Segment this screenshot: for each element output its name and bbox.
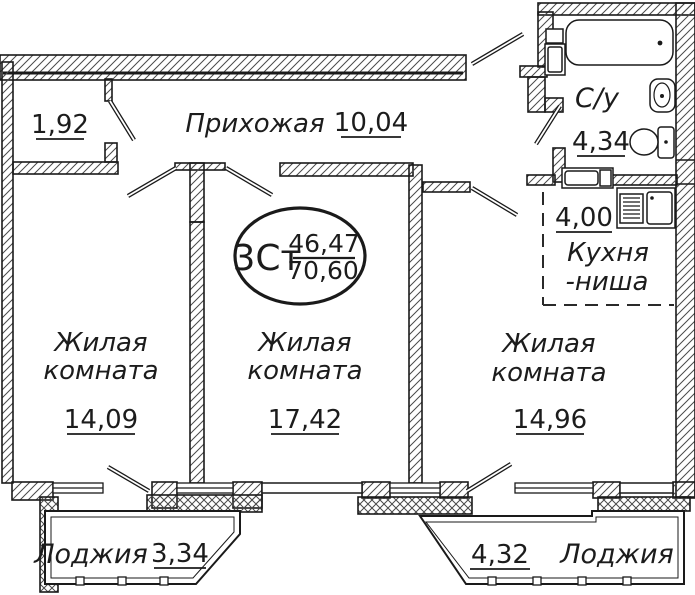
sink-icon — [649, 78, 676, 113]
entrance-door-leaf — [470, 32, 525, 66]
top-wall — [0, 54, 467, 81]
loggia-left-name-label: Лоджия — [33, 539, 148, 570]
kitchen-sink-icon — [646, 191, 673, 225]
window-living1 — [52, 482, 104, 494]
living1-name-line2: комната — [43, 356, 158, 386]
bathroom-fixtures — [544, 19, 676, 189]
loggia-right-area-label: 4,32 — [471, 540, 529, 570]
glazing-tick — [75, 576, 85, 586]
bathroom-west-wall — [527, 76, 546, 113]
doors — [106, 32, 562, 493]
wall-living1-living2 — [189, 221, 205, 484]
washing-machine-icon — [561, 167, 614, 189]
closet-door-post — [104, 78, 113, 102]
bathroom-door-leaf — [534, 104, 562, 146]
wall-segment-1 — [261, 482, 363, 494]
stamp-total-area: 70,60 — [287, 256, 359, 285]
loggia-right-name-label: Лоджия — [559, 539, 674, 570]
loggia-left-area-label: 3,34 — [151, 539, 209, 569]
living3-door-leaf — [470, 186, 519, 217]
sill-living2 — [146, 494, 263, 513]
glazing-tick — [487, 576, 497, 586]
bathroom-south-wall-right — [610, 174, 678, 186]
boiler-icon — [545, 28, 564, 44]
living2-area-label: 17,42 — [268, 405, 342, 435]
living3-name-line1: Жилая — [500, 329, 595, 359]
bathroom-area-label: 4,34 — [572, 127, 630, 157]
kitchen-name-line1: Кухня — [567, 238, 649, 268]
apartment-type-stamp: 3Ст 46,47 70,60 — [232, 206, 367, 306]
living2-name-line2: комната — [247, 356, 362, 386]
cabinet-inner — [547, 46, 563, 73]
living3-name-line2: комната — [491, 358, 606, 388]
glazing-tick — [622, 576, 632, 586]
glazing-tick — [532, 576, 542, 586]
bathroom-name-label: С/у — [575, 83, 620, 114]
loggia-right-outline — [418, 510, 685, 586]
kitchen-niche-boundary — [542, 192, 674, 306]
bathtub-drain — [657, 40, 663, 46]
entry-jamb-wall — [519, 65, 548, 78]
hall-doors-post — [189, 162, 205, 223]
living3-area-label: 14,96 — [513, 405, 587, 435]
bathroom-west-stub — [544, 97, 564, 113]
window-living2 — [176, 482, 234, 494]
hallway-south-wall — [279, 162, 414, 177]
toilet-icon — [629, 126, 675, 159]
closet-south-wall — [12, 161, 119, 175]
wall-segment-2 — [619, 482, 674, 494]
stamp-living-area: 46,47 — [288, 229, 360, 258]
hallway-name-label: Прихожая — [185, 109, 324, 139]
hallway-area-label: 10,04 — [334, 108, 408, 138]
left-wall — [1, 61, 14, 484]
window-living3 — [514, 482, 594, 494]
living1-door-leaf — [126, 166, 178, 198]
living1-name-line1: Жилая — [52, 328, 147, 358]
loggia-left-outline — [44, 510, 241, 586]
glazing-tick — [577, 576, 587, 586]
sill-living3-left — [357, 496, 473, 515]
living2-door-leaf — [224, 166, 274, 197]
pier-5 — [439, 481, 469, 499]
outer-walls — [0, 2, 695, 498]
bathroom-south-wall-left — [526, 174, 556, 186]
living3-north-wall — [422, 181, 471, 193]
stamp-type-label: 3Ст — [232, 238, 301, 279]
pier-6 — [592, 481, 621, 499]
stamp-oval — [233, 206, 367, 306]
living1-area-label: 14,09 — [64, 405, 138, 435]
glazing-tick — [159, 576, 169, 586]
glazing-tick — [117, 576, 127, 586]
balcony1-door-leaf — [106, 465, 151, 493]
interior-walls — [12, 65, 678, 484]
window-living2b — [389, 482, 441, 494]
sill-living3-right — [597, 496, 691, 512]
closet-door-jamb — [104, 142, 118, 163]
closet-area-label: 1,92 — [31, 110, 89, 140]
stove-icon — [619, 193, 644, 224]
living2-name-line1: Жилая — [256, 328, 351, 358]
kitchen-name-line2: -ниша — [565, 267, 648, 297]
bathtub-icon — [565, 19, 674, 66]
closet-door-leaf — [108, 99, 136, 142]
room-labels: 1,92 Прихожая 10,04 С/у 4,34 4,00 Кухня … — [31, 83, 674, 570]
kitchen-fixtures — [616, 187, 676, 229]
entry-block-top-wall — [537, 2, 695, 16]
wall-living2-living3 — [408, 164, 423, 484]
pier-4 — [361, 481, 391, 499]
pier-7 — [672, 481, 695, 499]
balcony2-door-leaf — [465, 462, 513, 493]
kitchen-area-label: 4,00 — [555, 203, 613, 233]
right-wall — [675, 2, 695, 498]
